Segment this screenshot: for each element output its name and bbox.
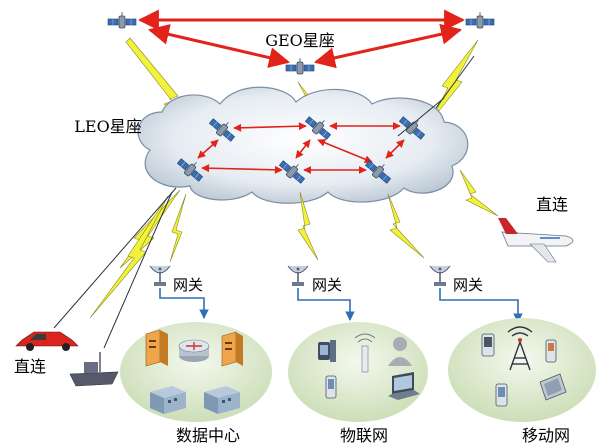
leo-radio-links [89,169,499,319]
geo-links [137,9,466,69]
server-icon [145,329,168,367]
car-icon [15,331,79,351]
direct-connect-label: 直连 [14,357,46,376]
gateway-dish-icon [429,265,451,287]
ship-icon [69,352,119,387]
gateway-label: 网关 [312,276,342,294]
gateway-label: 网关 [453,276,483,294]
mobile-phone-icon [481,333,495,357]
ground-links [159,288,523,323]
iot-area [288,322,428,422]
datacenter-label: 数据中心 [176,426,240,445]
satellite-icon [285,57,315,75]
leo-label: LEO星座 [74,117,141,136]
person-icon [388,337,412,366]
router-icon [178,339,210,362]
camera-icon [318,340,336,362]
cloud-icon [137,86,469,204]
server-icon [221,331,243,367]
satellite-icon [465,11,495,29]
mobile-network-label: 移动网 [522,426,570,445]
laptop-icon [388,372,420,400]
satellite-icon [107,11,137,29]
mobile-phone-icon [325,375,337,399]
gateway-dish-icon [149,265,171,287]
gateway-dish-icon [287,265,309,287]
direct-links [53,55,475,349]
antenna-tower-icon [507,326,533,371]
building-icon [150,386,186,414]
mobile-phone-icon [545,339,557,363]
airplane-icon [498,218,574,263]
gateway-label: 网关 [173,276,203,294]
mobile-phone-icon [495,383,508,407]
building-icon [204,386,240,414]
geo-label: GEO星座 [265,31,335,50]
direct-connect-label: 直连 [536,195,568,214]
iot-label: 物联网 [340,426,388,445]
mobile-phone-icon [539,373,567,401]
datacenter-area [120,322,272,422]
leo-links [197,122,405,174]
sensor-icon [354,333,376,373]
